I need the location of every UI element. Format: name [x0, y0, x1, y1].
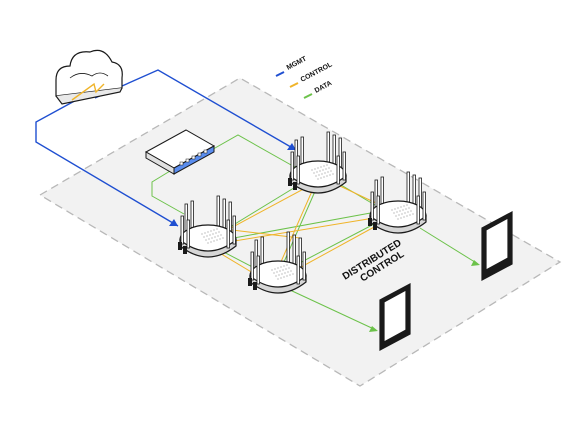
antenna	[412, 174, 416, 206]
data-mesh-4	[283, 179, 321, 263]
ap-body-side	[249, 274, 307, 294]
antenna	[250, 251, 254, 281]
control-mesh-4	[279, 181, 317, 265]
network-switch-icon	[144, 129, 216, 175]
access-point-upper	[288, 131, 347, 194]
data-link-to-right-tablet	[419, 227, 479, 265]
mgmt-link-cloud-left-ap	[35, 97, 179, 227]
ap-port	[183, 246, 187, 254]
data-arrow-right	[471, 260, 480, 266]
antenna	[290, 151, 294, 181]
ap-body-side	[289, 174, 347, 194]
data-link-to-lower-tablet	[289, 289, 377, 331]
antenna	[300, 136, 304, 168]
antenna	[286, 231, 290, 263]
ap-body-side	[179, 238, 237, 258]
antenna	[326, 131, 330, 163]
antenna	[292, 234, 296, 266]
antenna	[256, 255, 260, 285]
antenna	[222, 198, 226, 230]
ap-vents	[201, 228, 224, 244]
antenna	[232, 215, 236, 245]
antenna	[416, 195, 420, 225]
ap-port	[253, 282, 257, 290]
data-link-switch-left	[151, 167, 185, 215]
ap-port	[293, 182, 297, 190]
cloud-icon	[55, 49, 123, 105]
data-link-switch-upper	[207, 134, 301, 171]
antenna	[370, 191, 374, 221]
antenna	[216, 195, 220, 227]
mgmt-arrow-upper	[287, 143, 296, 150]
antenna	[296, 155, 300, 185]
ap-port	[368, 218, 372, 226]
legend-item-mgmt: MGMT	[275, 55, 309, 77]
antenna	[190, 200, 194, 232]
antenna	[406, 171, 410, 203]
mgmt-arrow-left	[169, 219, 178, 226]
ap-port	[288, 178, 292, 186]
antenna	[342, 151, 346, 181]
antenna	[376, 195, 380, 225]
ap-port	[248, 278, 252, 286]
legend: MGMT CONTROL DATA	[275, 55, 334, 99]
antenna	[226, 219, 230, 249]
ap-port	[373, 222, 377, 230]
antenna	[380, 176, 384, 208]
legend-label-data: DATA	[314, 80, 334, 95]
ap-body-side	[369, 214, 427, 234]
antenna	[422, 191, 426, 221]
tablet-icon-right	[481, 211, 513, 281]
tablet-icon-lower	[379, 283, 411, 351]
antenna	[332, 134, 336, 166]
data-arrow-lower	[369, 326, 378, 332]
antenna	[180, 215, 184, 245]
control-mesh-5	[291, 225, 377, 273]
antenna	[296, 255, 300, 285]
access-point-left	[178, 195, 237, 258]
antenna	[260, 236, 264, 268]
data-mesh-2	[211, 211, 377, 243]
ap-vents	[311, 164, 334, 180]
legend-label-mgmt: MGMT	[286, 55, 309, 72]
ap-port	[178, 242, 182, 250]
access-point-right	[368, 171, 427, 234]
ap-vents	[271, 264, 294, 280]
legend-item-data: DATA	[303, 80, 334, 99]
antenna	[336, 155, 340, 185]
antenna	[186, 219, 190, 249]
ap-vents	[391, 204, 414, 220]
access-point-lower	[248, 231, 307, 294]
antenna	[302, 251, 306, 281]
